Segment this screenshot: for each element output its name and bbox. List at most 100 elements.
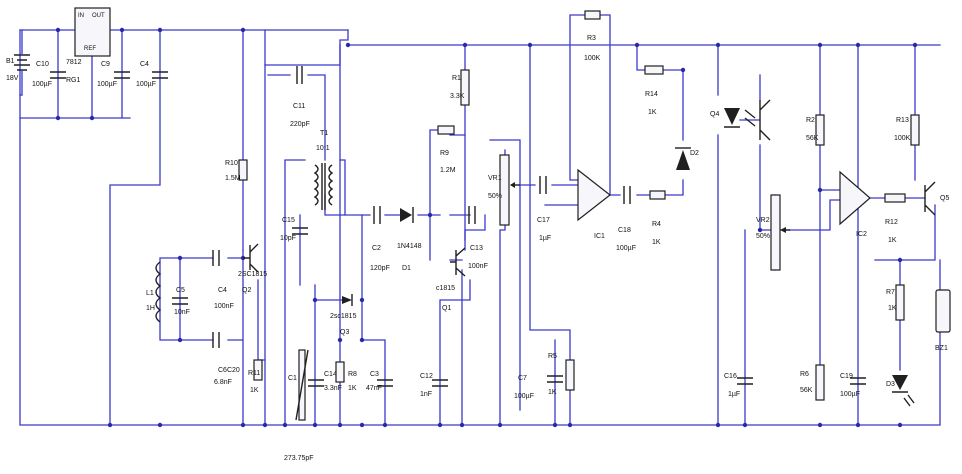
r7-value: 1K	[888, 305, 897, 312]
rg1-ref: RG1	[66, 77, 81, 84]
transistor-q1: c1815 Q1	[436, 247, 466, 312]
r14-name: R14	[645, 91, 658, 98]
q2-type: 2SC1815	[238, 271, 267, 278]
c19-value: 100µF	[840, 391, 860, 398]
r12-value: 1K	[888, 237, 897, 244]
resistor-r10: R10 1.5M	[225, 159, 248, 182]
vr2-value: 50%	[756, 233, 770, 240]
resistor-r3: R3 100K	[584, 10, 601, 62]
optocoupler-q4: Q4	[710, 99, 771, 141]
vr1-name: VR1	[488, 175, 502, 182]
c4-value: 100nF	[214, 303, 234, 310]
opamp-ic2: IC2	[839, 170, 871, 238]
c11-name: C11	[293, 103, 305, 110]
capacitor-c6c20: C6C20 6.8nF	[212, 332, 240, 386]
capacitor-c1: C1 273.75pF	[284, 349, 314, 462]
q1-type: c1815	[436, 285, 455, 292]
led-d3: D3	[886, 375, 915, 407]
capacitor-c3: C3 47nF	[366, 371, 393, 392]
resistor-r8: R8 1K	[335, 361, 357, 392]
r5-value: 1K	[548, 389, 557, 396]
r8-name: R8	[348, 371, 357, 378]
r3-name: R3	[587, 35, 596, 42]
c6-name: C6C20	[218, 367, 240, 374]
c2-value: 120pF	[370, 265, 390, 272]
r4-value: 1K	[652, 239, 661, 246]
capacitor-c11: C11 220pF	[290, 66, 310, 128]
junction-dots	[55, 27, 918, 428]
capacitor-c4-supply: C4 100µF	[136, 61, 168, 88]
c13-name: C13	[470, 245, 483, 252]
b1-value: 18V	[6, 75, 19, 82]
bz1-name: BZ1	[935, 345, 948, 352]
c7-name: C7	[518, 375, 527, 382]
c12-value: 1nF	[420, 391, 432, 398]
vr2-name: VR2	[756, 217, 770, 224]
inductor-l1: L1 1H	[146, 261, 162, 323]
capacitor-c10: C10 100µF	[32, 61, 66, 88]
capacitor-c14: C14 3.3nF	[308, 371, 342, 392]
capacitor-c18: C18 100µF	[616, 186, 636, 252]
potentiometer-vr2: VR2 50%	[756, 194, 790, 271]
transformer-t1: T1 10:1	[313, 130, 334, 210]
transistor-q5: Q5	[924, 181, 949, 216]
diode-d1: 1N4148 D1	[397, 207, 422, 272]
c9-value: 100µF	[97, 81, 117, 88]
resistor-r2: R2 56K	[806, 114, 825, 146]
c4-name: C4	[218, 287, 227, 294]
r10-value: 1.5M	[225, 175, 241, 182]
q1-name: Q1	[442, 305, 451, 312]
potentiometer-vr1: VR1 50%	[488, 154, 520, 226]
c3-value: 47nF	[366, 385, 382, 392]
rg1-name: 7812	[66, 59, 82, 66]
c15-value: 10pF	[280, 235, 296, 242]
c2-name: C2	[372, 245, 381, 252]
d1-type: 1N4148	[397, 243, 422, 250]
capacitor-c17: C17 1µF	[537, 176, 551, 242]
r5-name: R5	[548, 353, 557, 360]
c18-value: 100µF	[616, 245, 636, 252]
l1-value: 1H	[146, 305, 155, 312]
c13-value: 100nF	[468, 263, 488, 270]
c5-name: C5	[176, 287, 185, 294]
d2-name: D2	[690, 150, 699, 157]
buzzer-bz1: BZ1	[935, 289, 951, 352]
resistor-r7: R7 1K	[886, 284, 905, 321]
c11-value: 220pF	[290, 121, 310, 128]
ic1-name: IC1	[594, 233, 605, 240]
c9-name: C9	[101, 61, 110, 68]
r3-value: 100K	[584, 55, 601, 62]
c19-name: C19	[840, 373, 853, 380]
c1-name: C1	[288, 375, 297, 382]
c10-name: C10	[36, 61, 49, 68]
d3-name: D3	[886, 381, 895, 388]
r10-name: R10	[225, 160, 238, 167]
capacitor-c7: C7 100µF	[514, 375, 563, 400]
c16-name: C16	[724, 373, 737, 380]
battery-b1: B1 18V	[6, 29, 30, 96]
c14-value: 3.3nF	[324, 385, 342, 392]
resistor-r1: R1 3.3K	[450, 69, 470, 106]
c5-value: 10nF	[174, 309, 190, 316]
b1-name: B1	[6, 58, 15, 65]
transistor-q2: 2SC1815 Q2	[238, 243, 267, 294]
c15-name: C15	[282, 217, 295, 224]
c17-name: C17	[537, 217, 550, 224]
q3-type: 2sc1815	[330, 313, 357, 320]
r11-value: 1K	[250, 387, 259, 394]
d1-name: D1	[402, 265, 411, 272]
resistor-r9: R9 1.2M	[437, 125, 456, 174]
r11-name: R11	[248, 370, 260, 377]
r13-value: 100K	[894, 135, 911, 142]
c7-value: 100µF	[514, 393, 534, 400]
q3-name: Q3	[340, 329, 349, 336]
c3-name: C3	[370, 371, 379, 378]
r6-value: 56K	[800, 387, 813, 394]
ic2-name: IC2	[856, 231, 867, 238]
r2-name: R2	[806, 117, 815, 124]
c4b-name: C4	[140, 61, 149, 68]
c1-value: 273.75pF	[284, 455, 314, 462]
resistor-r4: R4 1K	[649, 190, 666, 246]
vr1-value: 50%	[488, 193, 502, 200]
